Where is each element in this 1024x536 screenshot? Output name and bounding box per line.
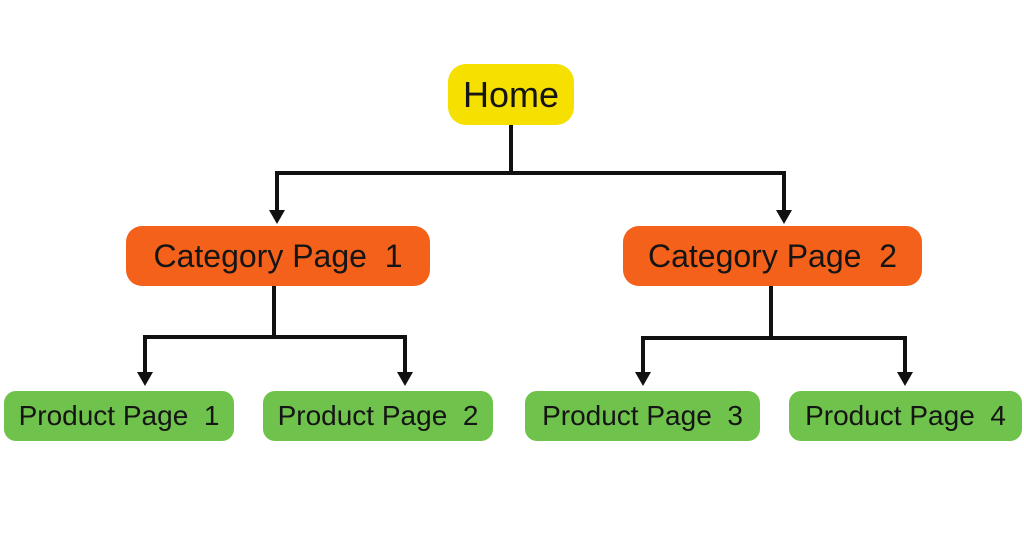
edge-line	[143, 286, 407, 374]
arrowhead-icon	[776, 210, 792, 224]
node-product-page-1: Product Page 1	[4, 391, 234, 441]
node-category-page-1-label: Category Page 1	[153, 237, 403, 274]
node-category-page-2: Category Page 2	[623, 226, 922, 286]
node-product-page-2: Product Page 2	[263, 391, 493, 441]
node-category-page-1: Category Page 1	[126, 226, 430, 286]
edge-category-2-to-products	[641, 286, 907, 374]
node-product-page-4-label: Product Page 4	[805, 400, 1006, 431]
arrowhead-icon	[897, 372, 913, 386]
node-home-label: Home	[462, 73, 560, 115]
arrowhead-icon	[635, 372, 651, 386]
edge-line	[275, 125, 786, 212]
node-product-page-2-label: Product Page 2	[277, 400, 479, 431]
node-category-page-2-label: Category Page 2	[647, 237, 898, 274]
arrowhead-icon	[397, 372, 413, 386]
arrowhead-icon	[137, 372, 153, 386]
arrowhead-icon	[269, 210, 285, 224]
node-product-page-3: Product Page 3	[525, 391, 760, 441]
node-product-page-3-label: Product Page 3	[542, 400, 743, 431]
node-home: Home	[448, 64, 574, 125]
edge-home-to-categories	[275, 125, 786, 212]
node-product-page-4: Product Page 4	[789, 391, 1022, 441]
edge-category-1-to-products	[143, 286, 407, 374]
edge-line	[641, 286, 907, 374]
node-product-page-1-label: Product Page 1	[18, 400, 220, 431]
